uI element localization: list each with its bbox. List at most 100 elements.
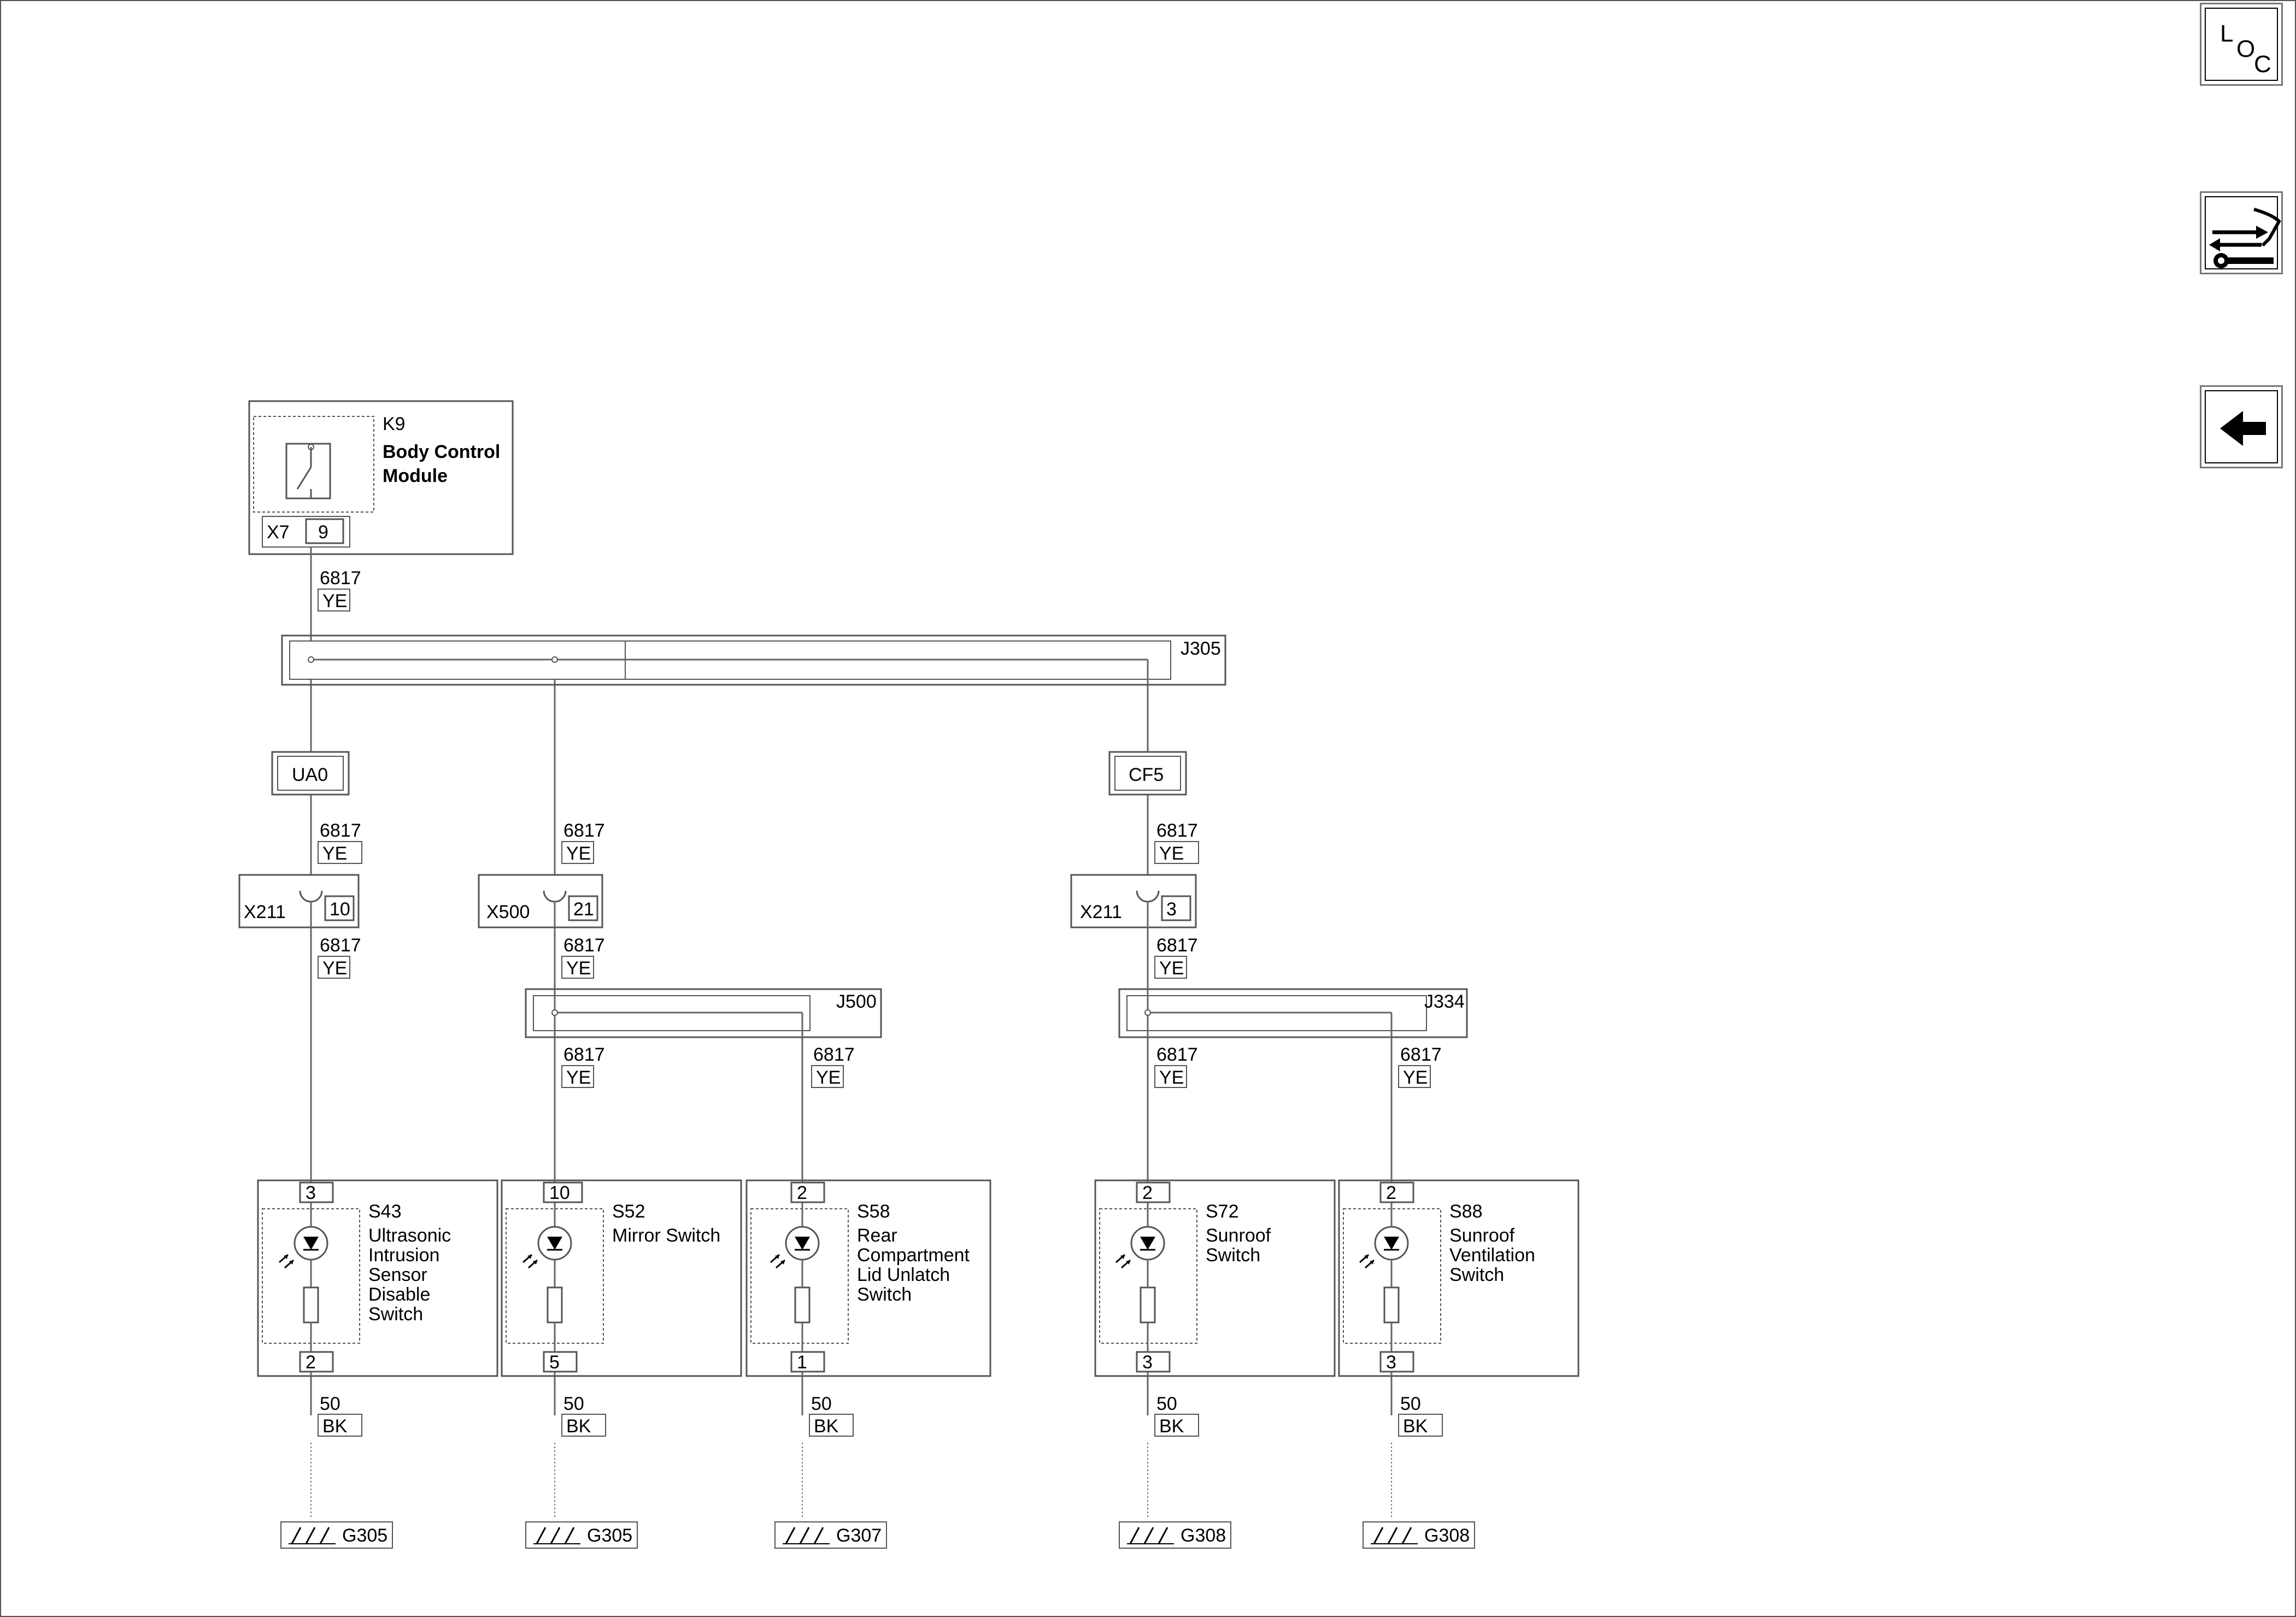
wire-circuit: 6817 (563, 935, 605, 956)
ground-wire-circuit: 50 (1156, 1393, 1177, 1414)
back-arrow-icon (2220, 411, 2266, 446)
switch-pin-bottom: 3 (1386, 1352, 1396, 1373)
ground-g305: G305 (280, 1521, 393, 1549)
switch-name-line: Ventilation (1449, 1245, 1535, 1266)
ground-wires-dashed (310, 1443, 1392, 1519)
back-button[interactable] (2200, 385, 2283, 468)
body-control-module: K9 Body Control Module X7 9 (248, 400, 514, 555)
ground-wire-color: BK (1159, 1416, 1184, 1437)
switch-pin-top: 2 (797, 1183, 807, 1203)
ground-label: G308 (1181, 1525, 1226, 1546)
option-ua0: UA0 (271, 751, 350, 796)
ground-wire-color: BK (322, 1416, 348, 1437)
switch-name-line: Ultrasonic (368, 1225, 451, 1246)
switch-ref: S43 (368, 1201, 402, 1222)
switch-ref: S72 (1206, 1201, 1239, 1222)
ground-label: G305 (587, 1525, 632, 1546)
module-pin: 9 (318, 522, 328, 543)
switch-name-line: Sunroof (1206, 1225, 1271, 1246)
module-name-line2: Module (383, 466, 448, 486)
ground-label: G307 (836, 1525, 882, 1546)
wire-color: YE (322, 591, 347, 611)
ground-wire-color: BK (1403, 1416, 1428, 1437)
switch-name-line: Sunroof (1449, 1225, 1515, 1246)
switch-name-line: Switch (857, 1284, 912, 1305)
option-ua0-label: UA0 (292, 765, 328, 785)
wire-circuit: 6817 (563, 820, 605, 841)
splice-j334-label: J334 (1424, 991, 1465, 1012)
svg-text:21: 21 (573, 899, 594, 920)
svg-text:X211: X211 (244, 902, 286, 922)
ground-wire-color: BK (814, 1416, 839, 1437)
inline-connector-x211-10: X211 10 (238, 874, 360, 928)
switch-name-line: Switch (1449, 1265, 1504, 1285)
switch-name-line: Disable (368, 1284, 430, 1305)
svg-text:3: 3 (1166, 899, 1177, 920)
switch-pin-top: 2 (1142, 1183, 1153, 1203)
ground-wire-circuit: 50 (320, 1393, 340, 1414)
splice-j305: J305 (281, 634, 1226, 686)
ground-g308: G308 (1363, 1521, 1475, 1549)
svg-text:X500: X500 (486, 902, 530, 922)
loc-icon: L O C (2220, 20, 2271, 78)
splice-j500: J500 (525, 988, 882, 1038)
wire-circuit: 6817 (563, 1044, 605, 1065)
switch-name-line: Sensor (368, 1265, 427, 1285)
switch-ref: S88 (1449, 1201, 1483, 1222)
svg-text:C: C (2254, 51, 2271, 78)
ground-label: G305 (342, 1525, 387, 1546)
connector-repair-button[interactable] (2200, 191, 2283, 274)
ground-wire-circuit: 50 (1400, 1393, 1421, 1414)
wire-circuit: 6817 (320, 820, 361, 841)
switch-name-line: Lid Unlatch (857, 1265, 950, 1285)
switch-s43: 32S43UltrasonicIntrusionSensorDisableSwi… (257, 1179, 498, 1549)
switch-ref: S52 (612, 1201, 645, 1222)
splice-j305-label: J305 (1181, 638, 1221, 659)
switch-name-line: Rear (857, 1225, 897, 1246)
switch-name-line: Switch (1206, 1245, 1260, 1266)
connector-repair-icon (2209, 208, 2281, 268)
inline-connector-x211-3: X211 3 (1070, 874, 1197, 928)
wire-circuit: 6817 (813, 1044, 855, 1065)
module-name-line1: Body Control (383, 442, 500, 462)
wire-circuit: 6817 (1156, 1044, 1198, 1065)
splice-j334: J334 (1118, 988, 1468, 1038)
switch-name-line: Compartment (857, 1245, 970, 1266)
svg-text:O: O (2236, 36, 2255, 62)
wire-color: YE (1159, 843, 1184, 864)
svg-text:X211: X211 (1080, 902, 1122, 922)
ground-wire-color: BK (566, 1416, 591, 1437)
switch-name-line: Mirror Switch (612, 1225, 720, 1246)
wire-color: YE (1403, 1067, 1428, 1088)
wire-circuit: 6817 (1156, 935, 1198, 956)
ground-g307: G307 (774, 1521, 887, 1549)
svg-text:10: 10 (330, 899, 350, 920)
wire-color: YE (816, 1067, 841, 1088)
wire-circuit: 6817 (1156, 820, 1198, 841)
wire-color: YE (322, 843, 347, 864)
ground-label: G308 (1424, 1525, 1470, 1546)
loc-button[interactable]: L O C (2200, 3, 2283, 86)
wire-circuit: 6817 (320, 935, 361, 956)
switch-pin-top: 2 (1386, 1183, 1396, 1203)
wire-circuit: 6817 (320, 568, 361, 589)
splice-j500-label: J500 (836, 991, 877, 1012)
switch-pin-top: 10 (549, 1183, 570, 1203)
svg-text:L: L (2220, 20, 2233, 47)
wire-circuit: 6817 (1400, 1044, 1442, 1065)
inline-connector-x500-21: X500 21 (478, 874, 603, 928)
option-cf5-label: CF5 (1129, 765, 1164, 785)
ground-g305: G305 (525, 1521, 638, 1549)
wire-color: YE (566, 958, 591, 979)
wire-color: YE (1159, 958, 1184, 979)
wire-color: YE (566, 1067, 591, 1088)
switch-pin-bottom: 1 (797, 1352, 807, 1373)
module-connector: X7 (267, 522, 290, 543)
wire-color: YE (1159, 1067, 1184, 1088)
ground-g308: G308 (1119, 1521, 1231, 1549)
